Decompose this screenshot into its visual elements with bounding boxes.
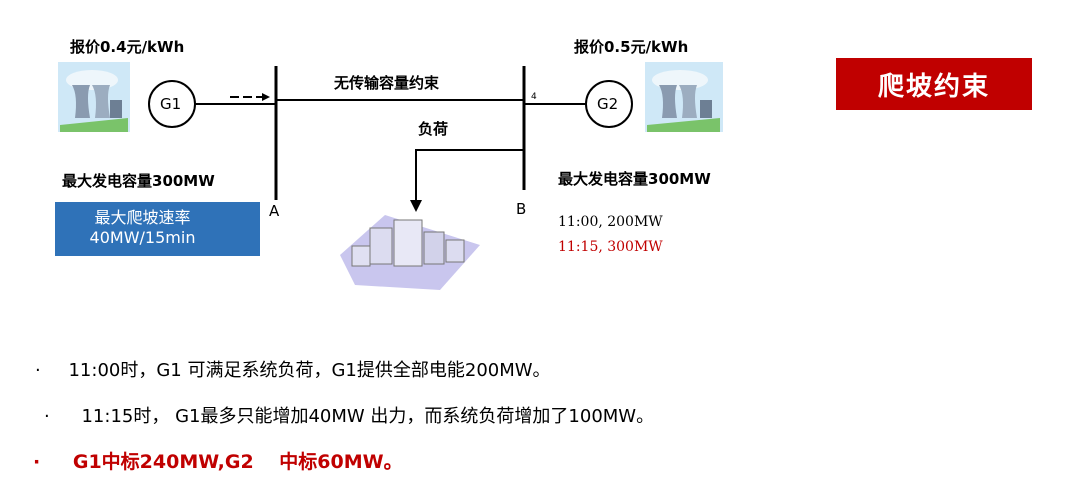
g1-capacity: 最大发电容量300MW [62, 172, 215, 190]
g2-capacity: 最大发电容量300MW [558, 170, 711, 188]
ramp-rate-label: 最大爬坡速率 [94, 208, 191, 227]
bullet-1-text: 11:00时，G1 可满足系统负荷，G1提供全部电能200MW。 [68, 360, 551, 381]
load-1115: 11:15, 300MW [558, 239, 663, 255]
bullet-mark: · [44, 406, 50, 427]
g2-label: G2 [597, 95, 619, 113]
load-1100: 11:00, 200MW [558, 214, 663, 230]
bullet-3: · G1中标240MW,G2 中标60MW。 [33, 447, 403, 474]
city-load-icon [340, 215, 480, 290]
power-plant-icon-left [58, 62, 130, 132]
bullet-2: · 11:15时， G1最多只能增加40MW 出力，而系统负荷增加了100MW。 [44, 402, 654, 428]
g1-label: G1 [160, 95, 182, 113]
bullet-mark: · [35, 360, 41, 381]
g1-price: 报价0.4元/kWh [70, 38, 185, 56]
ramp-rate-box: 最大爬坡速率 40MW/15min [55, 202, 260, 256]
line-constraint-label: 无传输容量约束 [334, 74, 440, 92]
bullet-3-text: G1中标240MW,G2 中标60MW。 [72, 451, 403, 473]
power-plant-icon-right [645, 62, 723, 132]
load-branch [415, 149, 524, 202]
marker-4: 4 [531, 92, 537, 102]
g2-symbol [585, 80, 633, 128]
bullet-2-text: 11:15时， G1最多只能增加40MW 出力，而系统负荷增加了100MW。 [81, 406, 655, 427]
bus-a-label: A [269, 202, 280, 220]
load-label: 负荷 [418, 120, 449, 138]
bullet-1: · 11:00时，G1 可满足系统负荷，G1提供全部电能200MW。 [35, 356, 551, 382]
bus-b-label: B [516, 200, 527, 218]
ramp-rate-value: 40MW/15min [89, 228, 196, 247]
bullet-mark: · [33, 451, 41, 473]
slide-title: 爬坡约束 [836, 58, 1032, 110]
g2-price: 报价0.5元/kWh [574, 38, 689, 56]
